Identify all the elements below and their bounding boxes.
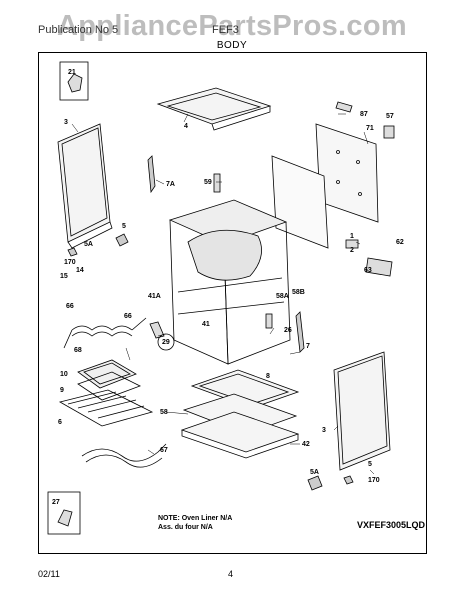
bracket-87[interactable] [335,101,353,113]
label-63: 63 [364,267,372,274]
inset-part-27[interactable] [47,491,81,535]
label-1: 1 [350,233,354,240]
oven-door-assembly[interactable] [180,369,300,459]
cabinet-body[interactable] [168,199,291,365]
label-5-left: 5 [122,223,126,230]
inset-part-21[interactable] [59,61,89,101]
label-10: 10 [60,371,68,378]
label-26: 26 [284,327,292,334]
oven-liner-note: NOTE: Oven Liner N/A Ass. du four N/A [158,514,232,532]
label-41a: 41A [148,293,161,300]
model-header: FEF3 [212,24,239,36]
label-66-right: 66 [124,313,132,320]
broil-pan[interactable] [77,359,142,401]
hinge-5a-right[interactable] [307,475,354,491]
publication-header: Publication No 5 [38,24,119,36]
label-7a: 7A [166,181,175,188]
label-4: 4 [184,123,188,130]
section-title: BODY [216,40,248,51]
terminal-block-62[interactable] [365,257,393,277]
diagram-frame [38,52,427,554]
bracket-7a[interactable] [147,155,156,194]
footer-date: 02/11 [38,569,60,579]
label-15: 15 [60,273,68,280]
part-59[interactable] [213,173,221,193]
label-58: 58 [160,409,168,416]
label-170-right: 170 [368,477,380,484]
note-line-1: NOTE: Oven Liner N/A [158,515,233,522]
model-number: VXFEF3005LQD [357,520,426,530]
label-62: 62 [396,239,404,246]
part-26[interactable] [265,313,273,329]
label-5-right: 5 [368,461,372,468]
label-58a: 58A [276,293,289,300]
label-27: 27 [52,499,60,506]
label-41: 41 [202,321,210,328]
label-87: 87 [360,111,368,118]
bracket-7[interactable] [295,311,305,353]
label-14: 14 [76,267,84,274]
oven-rack[interactable] [58,389,154,427]
label-58b: 58B [292,289,305,296]
bake-element[interactable] [63,317,147,349]
label-6: 6 [58,419,62,426]
footer-page-number: 4 [228,569,234,579]
label-5a-left: 5A [84,241,93,248]
label-57: 57 [386,113,394,120]
label-3-left: 3 [64,119,68,126]
label-68: 68 [74,347,82,354]
label-59: 59 [204,179,212,186]
broil-element[interactable] [81,443,167,468]
label-8: 8 [266,373,270,380]
top-panel[interactable] [156,87,272,131]
label-66-top: 66 [66,303,74,310]
label-29: 29 [162,339,170,346]
label-170-left: 170 [64,259,76,266]
label-21: 21 [68,69,76,76]
label-7: 7 [306,343,310,350]
part-57[interactable] [383,125,395,139]
note-line-2: Ass. du four N/A [158,524,213,531]
side-panel-right[interactable] [333,351,391,471]
label-2: 2 [350,247,354,254]
label-3-right: 3 [322,427,326,434]
side-panel-left[interactable] [57,123,113,249]
part-29[interactable] [149,321,175,351]
label-71: 71 [366,125,374,132]
label-42: 42 [302,441,310,448]
label-9: 9 [60,387,64,394]
exploded-view-diagram: 21 3 4 87 71 57 7A 59 5 5A 170 15 14 1 2… [47,61,404,535]
hinge-5a-left[interactable] [67,233,129,257]
terminal-block-1[interactable] [345,239,359,249]
watermark: AppliancePartsPros.com [57,10,407,42]
label-5a-right: 5A [310,469,319,476]
label-67: 67 [160,447,168,454]
